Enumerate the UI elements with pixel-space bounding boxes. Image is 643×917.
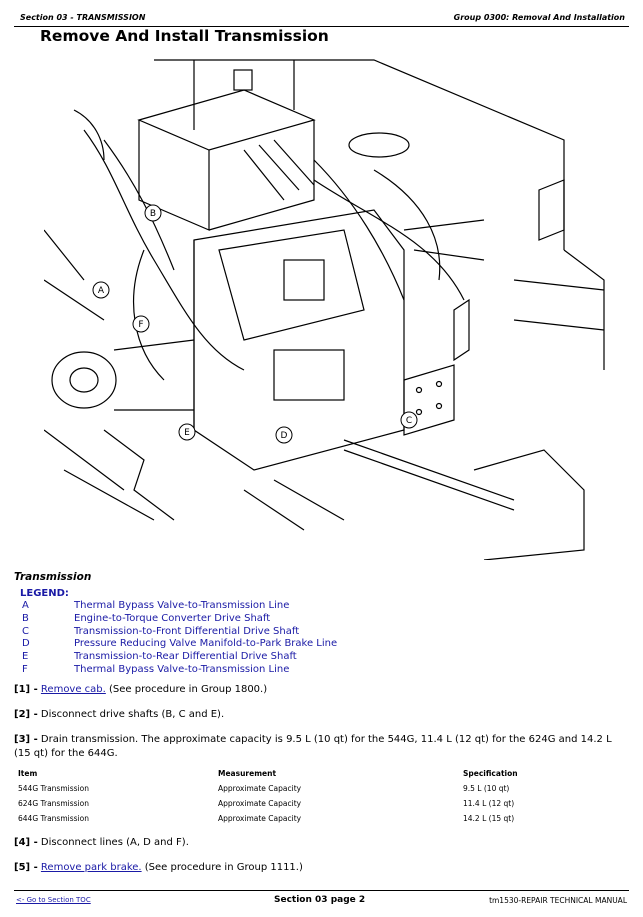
step-3: [3] - Drain transmission. The approximat… bbox=[14, 734, 612, 759]
section-toc-link[interactable]: <- Go to Section TOC bbox=[16, 896, 91, 904]
section-label: Section 03 - TRANSMISSION bbox=[20, 13, 146, 22]
page-number: Section 03 page 2 bbox=[274, 895, 366, 905]
svg-text:D: D bbox=[281, 431, 288, 441]
step-1: [1] - Remove cab. (See procedure in Grou… bbox=[14, 684, 268, 695]
group-label: Group 0300: Removal And Installation bbox=[453, 13, 625, 22]
transmission-illustration: B A F E D C bbox=[44, 59, 605, 560]
step-5: [5] - Remove park brake. (See procedure … bbox=[14, 862, 303, 873]
svg-text:B: B bbox=[150, 209, 156, 219]
svg-text:C: C bbox=[406, 416, 412, 426]
remove-park-brake-link[interactable]: Remove park brake. bbox=[40, 862, 142, 873]
page-footer: <- Go to Section TOC Section 03 page 2 t… bbox=[14, 890, 629, 909]
table-header-row: Item Measurement Specification bbox=[18, 769, 518, 778]
legend-title: LEGEND: bbox=[20, 588, 69, 599]
page-title: Remove And Install Transmission bbox=[40, 27, 329, 45]
capacity-table: Item Measurement Specification 544G Tran… bbox=[18, 767, 583, 827]
step-2: [2] - Disconnect drive shafts (B, C and … bbox=[14, 709, 225, 720]
svg-text:A: A bbox=[98, 286, 105, 296]
svg-text:F: F bbox=[138, 320, 143, 330]
remove-cab-link[interactable]: Remove cab. bbox=[40, 684, 106, 695]
step-4: [4] - Disconnect lines (A, D and F). bbox=[14, 837, 189, 848]
page-header: Section 03 - TRANSMISSION Group 0300: Re… bbox=[14, 10, 629, 27]
figure-caption: Transmission bbox=[14, 571, 92, 583]
svg-text:E: E bbox=[184, 428, 190, 438]
manual-title: tm1530-REPAIR TECHNICAL MANUAL bbox=[489, 896, 627, 905]
